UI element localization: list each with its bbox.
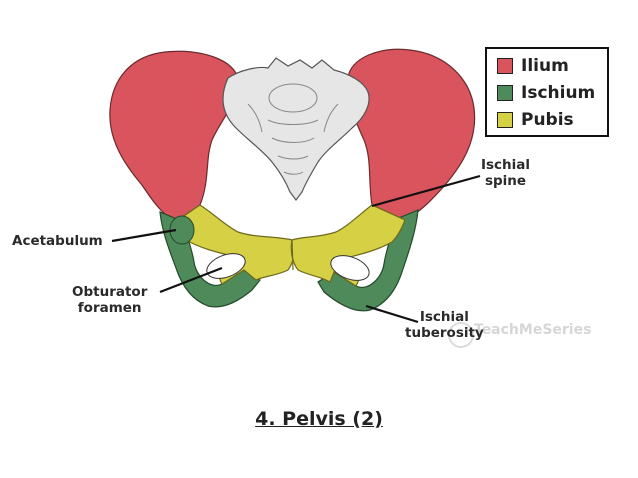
legend-label-pubis: Pubis [521,110,574,130]
pointer-lines [111,174,481,324]
legend-label-ischium: Ischium [521,83,596,103]
legend: Ilium Ischium Pubis [485,47,609,137]
left-ilium [109,50,239,223]
left-pubis [174,204,295,285]
right-obturator-foramen [330,255,370,281]
legend-swatch-pubis [497,112,513,128]
sacrum [222,57,370,201]
legend-swatch-ilium [497,58,513,74]
ischial-spine-pointer [371,174,481,208]
ischial-tuberosity-pointer [365,304,419,324]
label-ischial-spine: Ischial spine [481,157,530,189]
label-obturator-line2: foramen [77,300,142,316]
acetabulum-pointer [111,228,177,243]
slide-caption: 4. Pelvis (2) [255,408,383,430]
legend-item-pubis: Pubis [497,109,574,131]
label-ischial-tuberosity: Ischial tuberosity [405,309,484,341]
right-pubis [290,204,406,287]
legend-swatch-ischium [497,85,513,101]
label-obturator-line1: Obturator [72,284,148,300]
watermark-text: TeachMeSeries [474,322,592,338]
legend-item-ilium: Ilium [497,55,569,77]
legend-label-ilium: Ilium [521,56,569,76]
sacral-ridges [247,83,339,175]
label-ischial-spine-line2: spine [484,173,527,189]
pubic-symphysis [291,239,294,271]
label-acetabulum: Acetabulum [12,233,103,249]
label-ischial-tuberosity-line1: Ischial [419,309,469,325]
legend-item-ischium: Ischium [497,82,595,104]
watermark-logo-icon [448,322,474,348]
label-obturator-foramen: Obturator foramen [72,284,147,316]
label-ischial-tuberosity-line2: tuberosity [405,325,484,341]
obturator-pointer [159,266,223,294]
label-ischial-spine-line1: Ischial [481,157,531,173]
